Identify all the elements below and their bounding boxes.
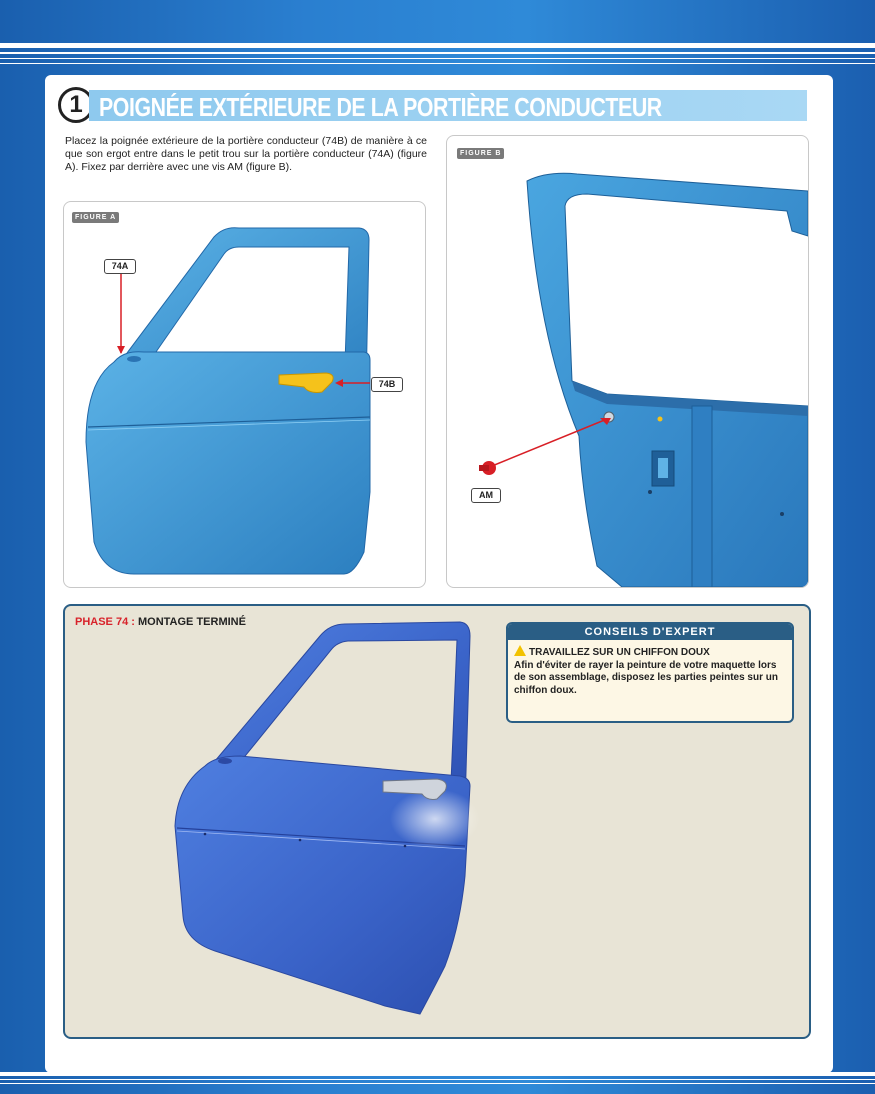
figure-a: FIGURE A 74A 74B [63,201,426,588]
phase-heading: PHASE 74 : MONTAGE TERMINÉ [75,616,246,628]
phase-completed-box: PHASE 74 : MONTAGE TERMINÉ [63,604,811,1039]
title-bar: POIGNÉE EXTÉRIEURE DE LA PORTIÈRE CONDUC… [89,90,807,122]
step-number: 1 [58,87,94,123]
door-illustration-b [479,172,808,587]
expert-tips-box: CONSEILS D'EXPERT TRAVAILLEZ SUR UN CHIF… [506,622,794,723]
figure-b: FIGURE B AM [446,135,809,588]
phase-status: MONTAGE TERMINÉ [137,616,246,628]
callout-74b: 74B [371,377,403,392]
step-instructions: Placez la poignée extérieure de la porti… [65,135,427,173]
callout-74a: 74A [104,259,136,274]
tips-heading: CONSEILS D'EXPERT [508,624,792,640]
tips-text: Afin d'éviter de rayer la peinture de vo… [514,659,778,696]
instruction-page: 1 POIGNÉE EXTÉRIEURE DE LA PORTIÈRE COND… [45,75,833,1073]
footer-stripes [0,1072,875,1086]
tips-title: TRAVAILLEZ SUR UN CHIFFON DOUX [529,647,710,658]
step-title: POIGNÉE EXTÉRIEURE DE LA PORTIÈRE CONDUC… [99,92,662,122]
figure-b-tag: FIGURE B [457,148,505,159]
phase-label: PHASE 74 : [75,616,135,628]
figure-a-tag: FIGURE A [72,212,120,223]
callout-am: AM [471,488,501,503]
finished-door-illustration [174,621,480,1015]
door-illustration-a [85,227,371,575]
tips-content: TRAVAILLEZ SUR UN CHIFFON DOUX Afin d'év… [508,640,792,702]
header-stripes [0,43,875,67]
warning-icon [514,645,526,656]
